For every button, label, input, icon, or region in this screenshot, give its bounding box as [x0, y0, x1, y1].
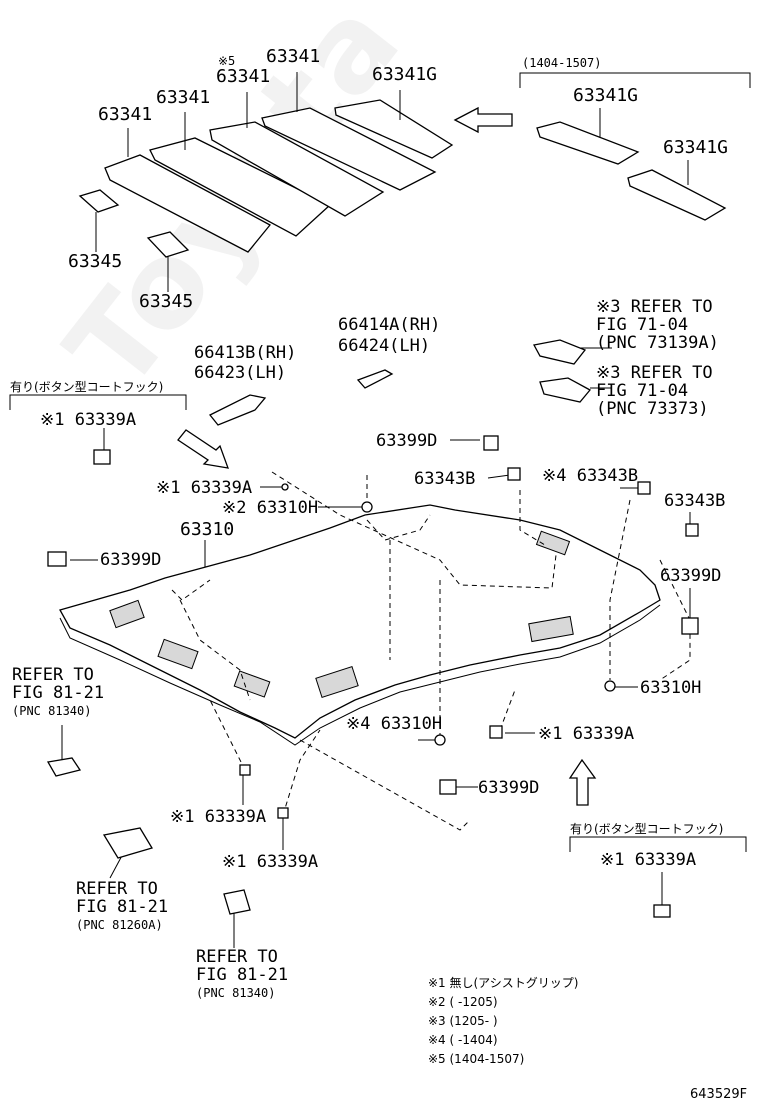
label-66423: 66423(LH) — [194, 363, 287, 383]
clip-63399d-right — [681, 617, 699, 635]
footnote-3: ※3 (1205- ) — [428, 1014, 498, 1028]
pad-63345-a — [78, 189, 120, 213]
arrows — [177, 106, 597, 806]
clip-63339a-far-right — [653, 904, 671, 918]
label-refer-81260a: REFER TO FIG 81-21 (PNC 81260A) — [76, 879, 169, 932]
lamp-81340-a — [46, 757, 82, 777]
label-63345-a: 63345 — [68, 251, 123, 272]
label-63341g-b: 63341G — [573, 85, 639, 106]
label-refer-81340-a: REFER TO FIG 81-21 (PNC 81340) — [12, 665, 105, 718]
roof-pad-63341-d — [261, 107, 437, 191]
label-63343b-a: 63343B — [414, 469, 476, 489]
footnotes: ※1 無し(アシストグリップ) ※2 ( -1205) ※3 (1205- ) … — [428, 974, 578, 1069]
clip-63343b-b — [637, 481, 651, 495]
lamp-81340-b — [223, 889, 251, 915]
label-63310: 63310 — [180, 519, 235, 540]
clip-63339a-bottom-right — [489, 725, 503, 739]
fastener-63310h-top — [361, 501, 373, 513]
label-63339a-bottom-a: ※1 63339A — [170, 807, 267, 827]
footnote-1: ※1 無し(アシストグリップ) — [428, 976, 579, 990]
label-button-hook-left: 有り(ボタン型コートフック) — [10, 380, 164, 394]
label-63399d-left: 63399D — [100, 550, 162, 570]
arrow-down-right — [177, 429, 229, 469]
assembly-lines — [171, 471, 691, 831]
label-66414a: 66414A(RH) — [338, 315, 441, 335]
clip-63399d-top — [483, 435, 499, 451]
label-63339a-bottom-right: ※1 63339A — [538, 724, 635, 744]
label-63399d-bottom: 63399D — [478, 778, 540, 798]
rear-lamp-opening — [315, 665, 359, 699]
label-period-1404-1507: (1404-1507) — [522, 56, 602, 70]
footnote-2: ※2 ( -1205) — [428, 995, 498, 1009]
fastener-63310h-right — [604, 680, 616, 692]
label-63343b-c: 63343B — [664, 491, 726, 511]
assist-grip-73139a — [533, 339, 587, 365]
label-refer-81340-b: REFER TO FIG 81-21 (PNC 81340) — [196, 947, 289, 1000]
dome-lamp-opening — [233, 670, 271, 698]
rear-console-opening — [528, 615, 574, 643]
label-63399d-right: 63399D — [660, 566, 722, 586]
label-refer-73139a: ※3 REFER TO FIG 71-04 (PNC 73139A) — [596, 297, 719, 353]
arrow-up — [568, 758, 597, 806]
sunroof-opening — [109, 599, 145, 629]
footnote-4: ※4 ( -1404) — [428, 1033, 498, 1047]
label-63339a-far-right: ※1 63339A — [600, 850, 697, 870]
label-63341g-c: 63341G — [663, 137, 729, 158]
clip-63339a-mid — [281, 483, 289, 491]
label-63310h-right: 63310H — [640, 678, 702, 698]
label-63310h-bottom: ※4 63310H — [346, 714, 443, 734]
label-63341-c-mark: ※5 — [218, 54, 236, 68]
clip-63339a-bottom-b — [277, 807, 289, 819]
label-63339a-mid: ※1 63339A — [156, 478, 253, 498]
lamp-81260a — [102, 827, 153, 859]
bracket-66414a — [356, 369, 394, 389]
assist-grip-73373 — [539, 377, 592, 403]
roof-pad-group — [78, 99, 727, 258]
clip-63399d-bottom — [439, 779, 457, 795]
roof-pad-63341g-a — [334, 99, 454, 159]
clip-63399d-left — [47, 551, 67, 567]
headliner-63310 — [59, 504, 661, 746]
label-63341-b: 63341 — [156, 87, 211, 108]
figure-id: 643529F — [690, 1087, 748, 1102]
clip-63339a-top — [93, 449, 111, 465]
roof-pad-63341g-b — [536, 121, 640, 165]
clip-63343b-c — [685, 523, 699, 537]
roof-pad-63341-a — [104, 154, 272, 253]
pad-63345-b — [146, 231, 190, 258]
label-63339a-bottom-b: ※1 63339A — [222, 852, 319, 872]
leader-lines — [9, 72, 751, 948]
clip-63343b-a — [507, 467, 521, 481]
label-63341-d: 63341 — [266, 46, 321, 67]
label-63399d-top: 63399D — [376, 431, 438, 451]
label-63341-a: 63341 — [98, 104, 153, 125]
roof-pad-63341-b — [149, 137, 332, 237]
arrow-left — [453, 106, 513, 134]
label-63310h-top: ※2 63310H — [222, 498, 319, 518]
label-refer-73373: ※3 REFER TO FIG 71-04 (PNC 73373) — [596, 363, 713, 419]
label-63341g-a: 63341G — [372, 64, 438, 85]
label-63341-c: 63341 — [216, 66, 271, 87]
fastener-63310h-bottom — [434, 734, 446, 746]
label-66413b: 66413B(RH) — [194, 343, 297, 363]
label-66424: 66424(LH) — [338, 336, 431, 356]
label-63345-b: 63345 — [139, 291, 194, 312]
label-63343b-b: ※4 63343B — [542, 466, 639, 486]
footnote-5: ※5 (1404-1507) — [428, 1052, 525, 1066]
label-63339a-top: ※1 63339A — [40, 410, 137, 430]
small-parts — [46, 339, 699, 918]
front-opening — [535, 530, 571, 556]
roof-pad-63341g-c — [627, 169, 727, 221]
label-button-hook-right: 有り(ボタン型コートフック) — [570, 822, 724, 836]
bracket-66413b — [208, 394, 267, 426]
map-lamp-opening — [157, 638, 199, 670]
clip-63339a-bottom-a — [239, 764, 251, 776]
